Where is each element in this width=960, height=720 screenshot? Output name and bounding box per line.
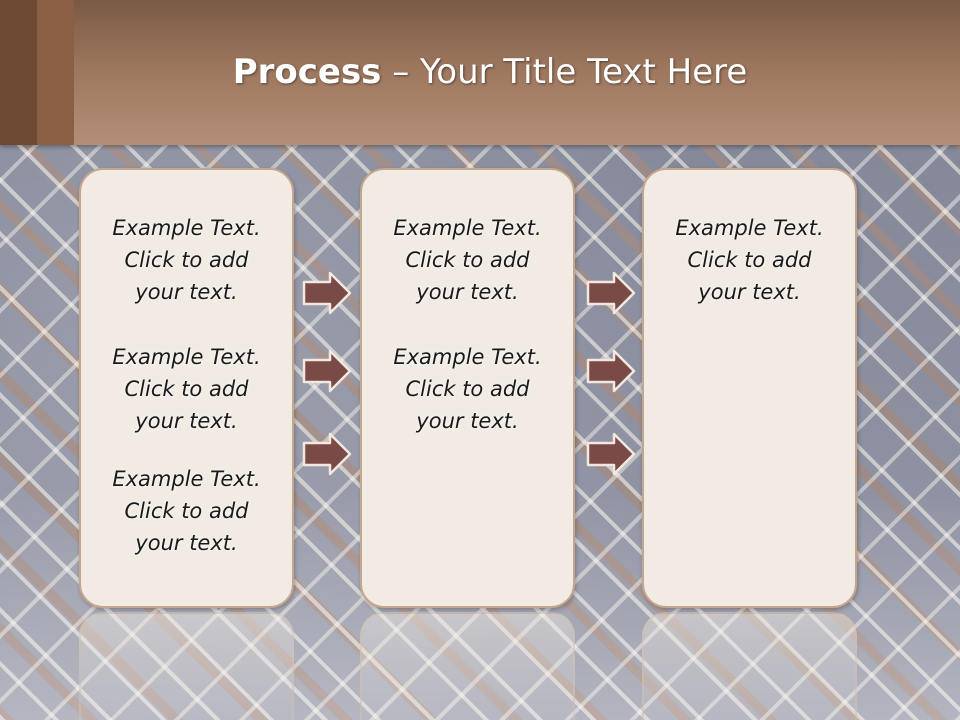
box-reflection xyxy=(360,612,575,720)
arrow-right-icon[interactable] xyxy=(586,431,638,477)
text-line: Example Text. xyxy=(112,216,261,240)
text-line: Click to add xyxy=(405,248,530,272)
title-bold: Process xyxy=(232,52,382,92)
text-line: Click to add xyxy=(124,499,249,523)
title-rest: – Your Title Text Here xyxy=(381,52,748,92)
text-line: Click to add xyxy=(124,248,249,272)
arrow-right-icon[interactable] xyxy=(586,270,638,316)
text-block[interactable]: Example Text. Click to add your text. xyxy=(81,463,292,559)
text-line: Example Text. xyxy=(112,345,261,369)
text-block[interactable]: Example Text. Click to add your text. xyxy=(81,341,292,437)
text-line: Example Text. xyxy=(393,345,542,369)
header-accent-light xyxy=(37,0,74,145)
box-reflection xyxy=(642,612,857,720)
process-box-1[interactable]: Example Text. Click to add your text. Ex… xyxy=(79,168,294,608)
text-line: Example Text. xyxy=(112,467,261,491)
text-block[interactable]: Example Text. Click to add your text. xyxy=(362,341,573,437)
process-box-2[interactable]: Example Text. Click to add your text. Ex… xyxy=(360,168,575,608)
slide-title[interactable]: Process – Your Title Text Here xyxy=(0,52,960,92)
text-line: your text. xyxy=(135,409,238,433)
arrow-right-icon[interactable] xyxy=(302,431,354,477)
arrow-right-icon[interactable] xyxy=(586,348,638,394)
title-bar: Process – Your Title Text Here xyxy=(0,0,960,145)
text-line: your text. xyxy=(698,280,801,304)
arrow-right-icon[interactable] xyxy=(302,348,354,394)
text-line: Click to add xyxy=(405,377,530,401)
text-line: Click to add xyxy=(687,248,812,272)
process-box-3[interactable]: Example Text. Click to add your text. xyxy=(642,168,857,608)
text-line: your text. xyxy=(135,280,238,304)
text-block[interactable]: Example Text. Click to add your text. xyxy=(644,212,855,308)
text-line: your text. xyxy=(135,531,238,555)
text-line: Example Text. xyxy=(675,216,824,240)
text-line: your text. xyxy=(416,409,519,433)
box-reflection xyxy=(79,612,294,720)
text-line: Click to add xyxy=(124,377,249,401)
arrow-right-icon[interactable] xyxy=(302,270,354,316)
text-line: your text. xyxy=(416,280,519,304)
text-line: Example Text. xyxy=(393,216,542,240)
text-block[interactable]: Example Text. Click to add your text. xyxy=(81,212,292,308)
header-accent-dark xyxy=(0,0,37,145)
text-block[interactable]: Example Text. Click to add your text. xyxy=(362,212,573,308)
